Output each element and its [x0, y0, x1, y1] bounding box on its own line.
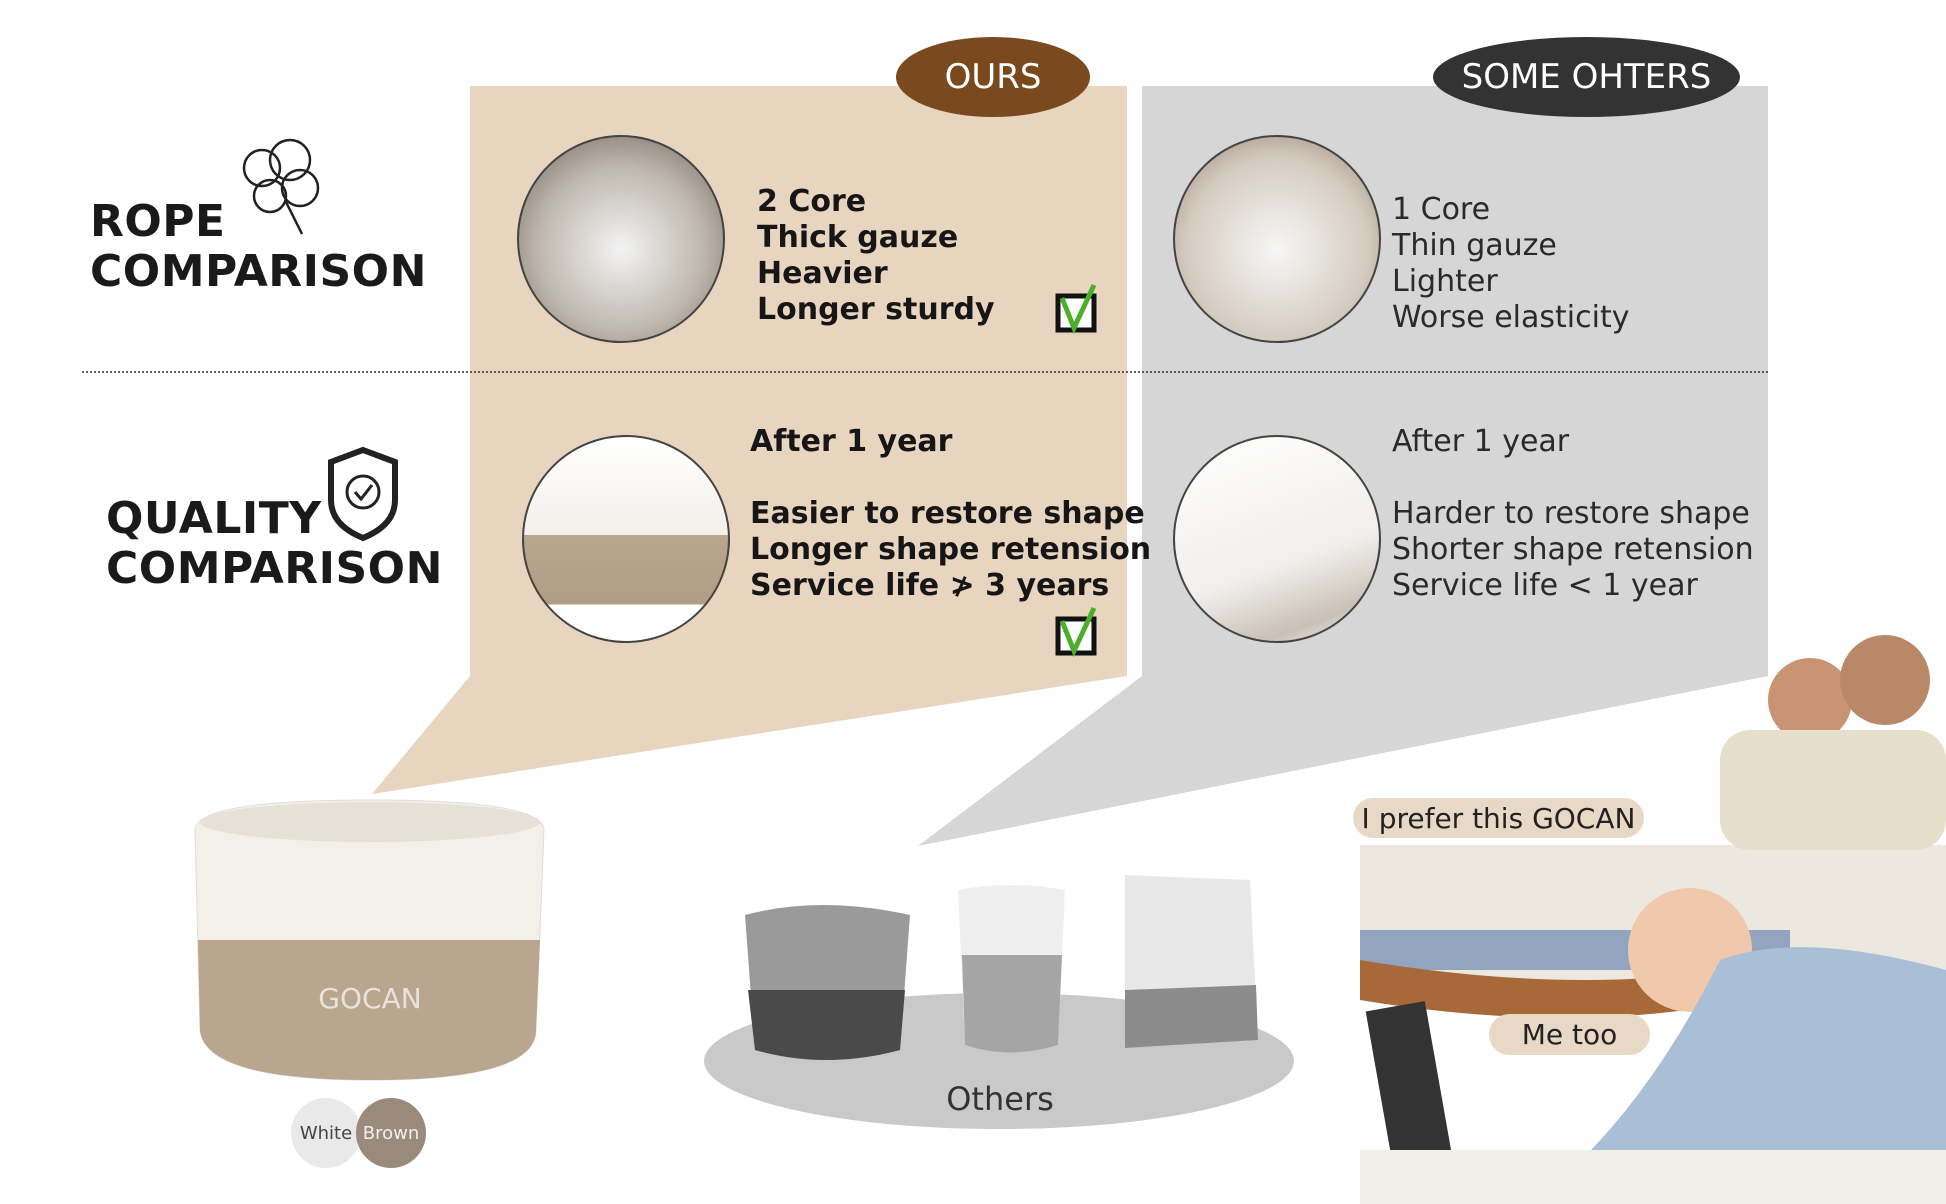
- others-label: SOME OHTERS: [1433, 37, 1740, 117]
- check-icon: [1055, 283, 1097, 335]
- check-icon: [1055, 606, 1097, 658]
- ours-quality-title: After 1 year: [750, 424, 953, 459]
- feature-line: Harder to restore shape: [1392, 496, 1750, 531]
- others-basket-after-image: [1173, 435, 1381, 643]
- shield-icon: [328, 446, 398, 542]
- gocan-basket-image: [194, 799, 545, 1081]
- ours-basket-after-image: [522, 435, 730, 643]
- speech-bubble: I prefer this GOCAN: [1353, 798, 1644, 838]
- color-swatch-white[interactable]: White: [291, 1098, 361, 1168]
- feature-line: Shorter shape retension: [1392, 532, 1754, 567]
- other-baskets-image: [745, 875, 1258, 1060]
- feature-line: 1 Core: [1392, 192, 1491, 227]
- feature-line: Lighter: [1392, 264, 1498, 299]
- rope-comparison-heading: ROPE COMPARISON: [90, 197, 427, 297]
- feature-line: Longer sturdy: [757, 292, 995, 327]
- feature-line: Heavier: [757, 256, 888, 291]
- ours-quality-features: Easier to restore shape Longer shape ret…: [750, 496, 1151, 604]
- speech-bubble: Me too: [1489, 1014, 1650, 1055]
- others-caption: Others: [946, 1080, 1054, 1118]
- feature-line: 2 Core: [757, 184, 867, 219]
- heading-line: COMPARISON: [90, 246, 427, 297]
- heading-line: COMPARISON: [106, 543, 443, 594]
- quality-comparison-heading: QUALITY COMPARISON: [106, 494, 443, 594]
- feature-line: Easier to restore shape: [750, 496, 1145, 531]
- color-swatch-brown[interactable]: Brown: [356, 1098, 426, 1168]
- people-photo: [1360, 635, 1946, 1204]
- heading-line: ROPE: [90, 196, 226, 247]
- others-rope-features: 1 Core Thin gauze Lighter Worse elastici…: [1392, 192, 1629, 336]
- feature-line: Longer shape retension: [750, 532, 1152, 567]
- feature-line: Thin gauze: [1392, 228, 1557, 263]
- feature-line: Worse elasticity: [1392, 300, 1630, 335]
- cotton-icon: [242, 138, 320, 235]
- ours-rope-features: 2 Core Thick gauze Heavier Longer sturdy: [757, 184, 995, 328]
- others-quality-features: Harder to restore shape Shorter shape re…: [1392, 496, 1754, 604]
- others-quality-title: After 1 year: [1392, 424, 1570, 459]
- ours-rope-image: [517, 135, 725, 343]
- feature-line: Service life < 1 year: [1392, 568, 1698, 603]
- feature-line: Service life ≯ 3 years: [750, 568, 1110, 603]
- ours-label: OURS: [896, 37, 1090, 117]
- others-rope-image: [1173, 135, 1381, 343]
- heading-line: QUALITY: [106, 493, 322, 544]
- brand-label: GOCAN: [318, 982, 422, 1015]
- feature-line: Thick gauze: [757, 220, 959, 255]
